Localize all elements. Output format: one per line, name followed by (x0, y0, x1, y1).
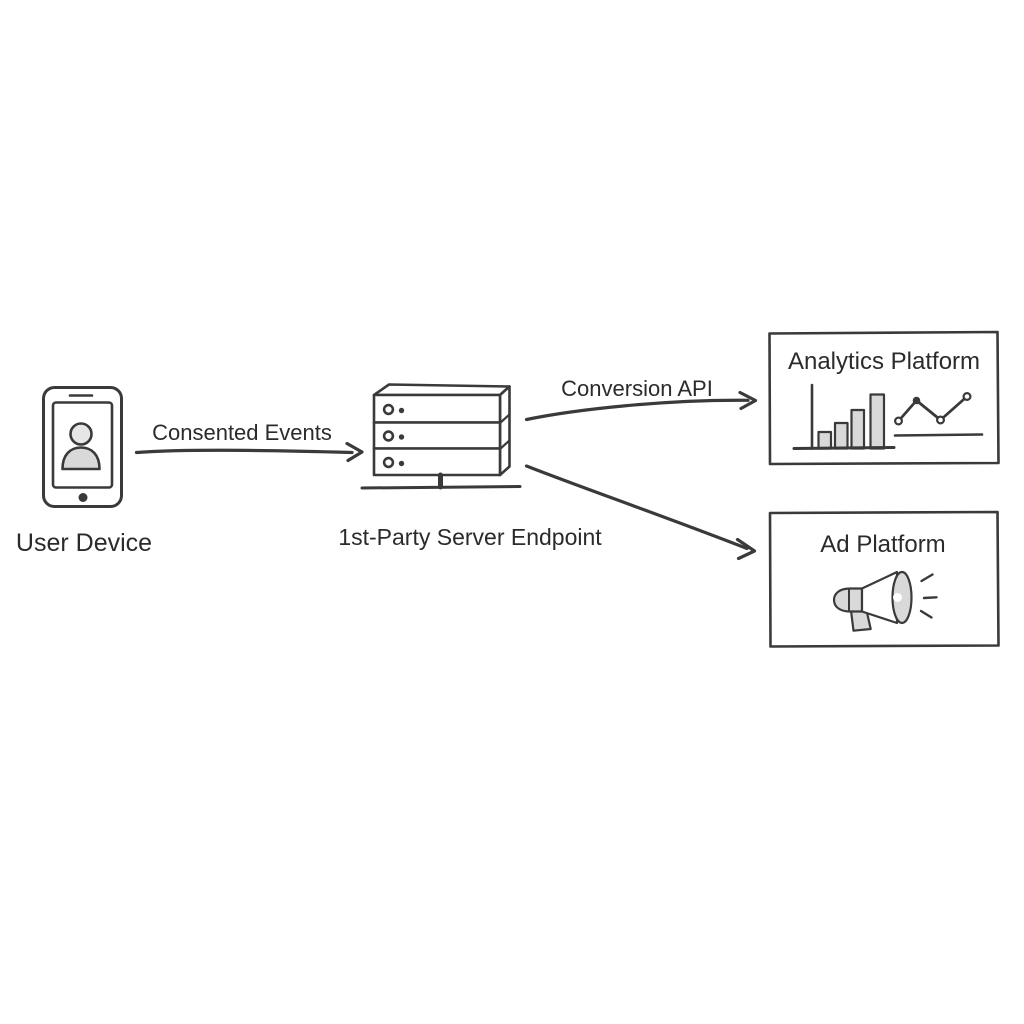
bar-2 (833, 421, 849, 450)
avatar-head (69, 422, 93, 446)
server-to-ad-arrowhead (735, 537, 757, 561)
sound-line-bottom (919, 609, 933, 619)
server-to-ad-arrow-line (524, 464, 749, 551)
analytics-platform-node: Analytics Platform (768, 330, 1000, 466)
server-unit-3 (372, 447, 502, 477)
megaphone-cone (860, 570, 899, 625)
phone-home-button (78, 493, 88, 502)
avatar-body (61, 446, 101, 471)
server-label: 1st-Party Server Endpoint (338, 524, 602, 550)
sound-line-top (920, 573, 934, 583)
server-side-notch-1 (498, 413, 511, 425)
ad-platform-label: Ad Platform (820, 531, 945, 558)
edge-consented-events: Consented Events (134, 420, 364, 463)
edge-server-to-ad (524, 464, 757, 561)
server-led-outlined-1 (382, 403, 395, 416)
consented-events-label: Consented Events (152, 420, 332, 445)
user-device-node: User Device (16, 386, 152, 557)
server-side-notch-2 (498, 439, 511, 451)
smartphone-user-icon (42, 386, 123, 508)
server-led-dot-3 (398, 460, 405, 467)
user-device-label: User Device (16, 529, 152, 557)
user-avatar-icon (61, 422, 101, 471)
conversion-api-arrow-line (524, 398, 750, 422)
line-chart-baseline (893, 433, 984, 437)
megaphone-bell-highlight (893, 593, 902, 602)
analytics-platform-label: Analytics Platform (788, 348, 980, 375)
server-led-dot-1 (398, 407, 405, 414)
server-led-outlined-3 (382, 456, 395, 469)
server-led-dot-2 (398, 434, 405, 440)
bar-1 (817, 430, 833, 450)
server-led-outlined-2 (382, 430, 395, 442)
ad-platform-node: Ad Platform (768, 510, 1000, 648)
consented-events-arrow-line (134, 448, 354, 455)
line-chart-point-2 (912, 396, 921, 405)
line-chart-icon (893, 392, 984, 437)
line-chart-point-4 (962, 392, 972, 402)
bar-3 (850, 408, 866, 450)
bar-4 (869, 393, 886, 450)
server-side-face (498, 385, 511, 477)
sound-waves-icon (919, 573, 938, 619)
conversion-api-label: Conversion API (561, 376, 713, 401)
conversion-api-arrowhead (738, 390, 758, 411)
line-chart-point-3 (935, 415, 945, 425)
bar-chart-baseline (792, 446, 896, 450)
line-chart-point-1 (893, 416, 903, 426)
edge-conversion-api: Conversion API (524, 376, 758, 422)
server-top-face (372, 383, 511, 397)
megaphone-icon (832, 570, 938, 632)
line-chart-polyline (897, 395, 969, 423)
server-base-line (360, 485, 522, 490)
server-unit-2 (372, 421, 502, 450)
server-rack-icon (360, 383, 522, 490)
sound-line-middle (922, 596, 938, 600)
consented-events-arrowhead (345, 441, 364, 463)
bar-chart-icon (792, 383, 896, 450)
server-node: 1st-Party Server Endpoint (338, 383, 602, 550)
